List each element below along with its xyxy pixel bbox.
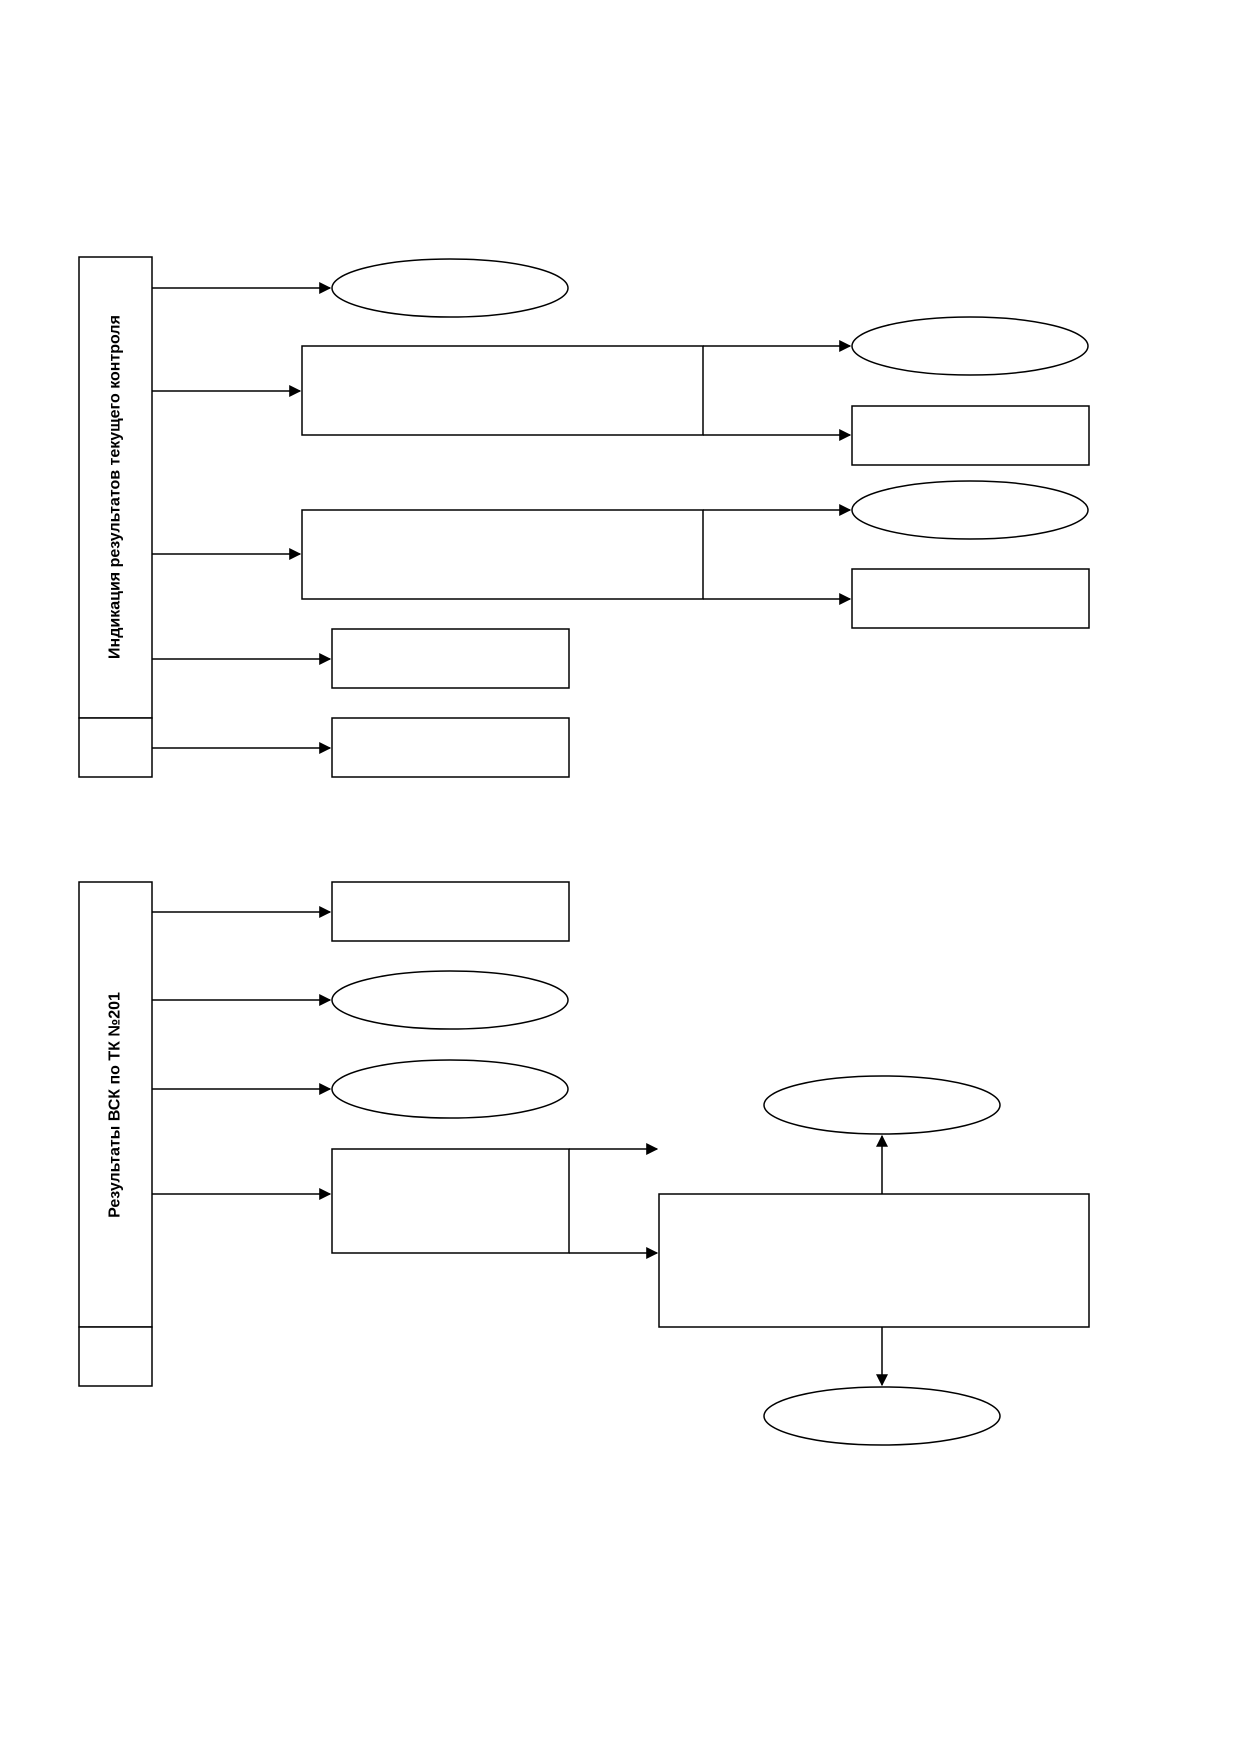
g2-ellipse-2 [331,970,569,1030]
g1-box-3b [851,568,1090,629]
group-2: Результаты ВСК по ТК №201 [78,881,1090,1446]
g1-box-5 [331,717,570,778]
g2-ellipse-top [763,1075,1001,1135]
g1-box-3 [301,509,704,600]
group-1-title: Индикация результатов текущего контроля [107,315,124,659]
g2-ellipse-3 [331,1059,569,1119]
g2-ellipse-bottom [763,1386,1001,1446]
g2-large-box [658,1193,1090,1328]
g1-ellipse-3a [851,480,1089,540]
group-1-title-box [78,256,153,719]
group-1: Индикация результатов текущего контроля [78,256,1090,778]
group-1-footer-box [78,717,153,778]
g2-box-1 [331,881,570,942]
g1-box-2 [301,345,704,436]
g1-box-4 [331,628,570,689]
g1-ellipse-1 [331,258,569,318]
group-2-footer-box [78,1326,153,1387]
group-2-title: Результаты ВСК по ТК №201 [107,992,124,1218]
g1-box-2b [851,405,1090,466]
g2-box-4 [331,1148,570,1254]
g1-ellipse-2a [851,316,1089,376]
